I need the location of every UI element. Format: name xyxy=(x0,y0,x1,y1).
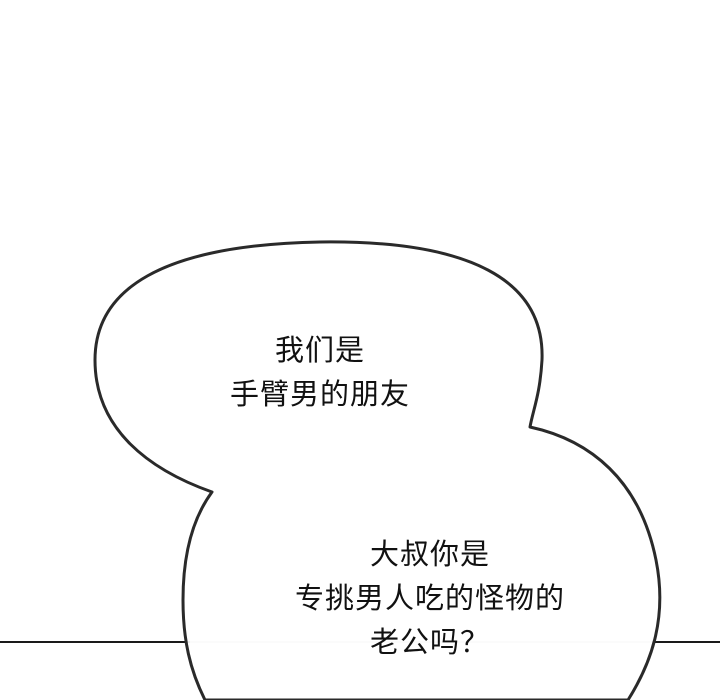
speech-bubble-bottom-text: 大叔你是 专挑男人吃的怪物的 老公吗？ xyxy=(250,532,610,664)
bubble-bottom-line-1: 大叔你是 xyxy=(369,537,490,571)
bubble-bottom-line-2: 专挑男人吃的怪物的 xyxy=(294,581,565,615)
bubble-bottom-line-3: 老公吗？ xyxy=(369,625,490,659)
horizon-line-right xyxy=(655,641,720,643)
bubble-top-line-2: 手臂男的朋友 xyxy=(229,377,410,411)
speech-bubble-top-text: 我们是 手臂男的朋友 xyxy=(170,328,470,416)
horizon-line-left xyxy=(0,641,190,643)
bubble-top-line-1: 我们是 xyxy=(274,333,365,367)
